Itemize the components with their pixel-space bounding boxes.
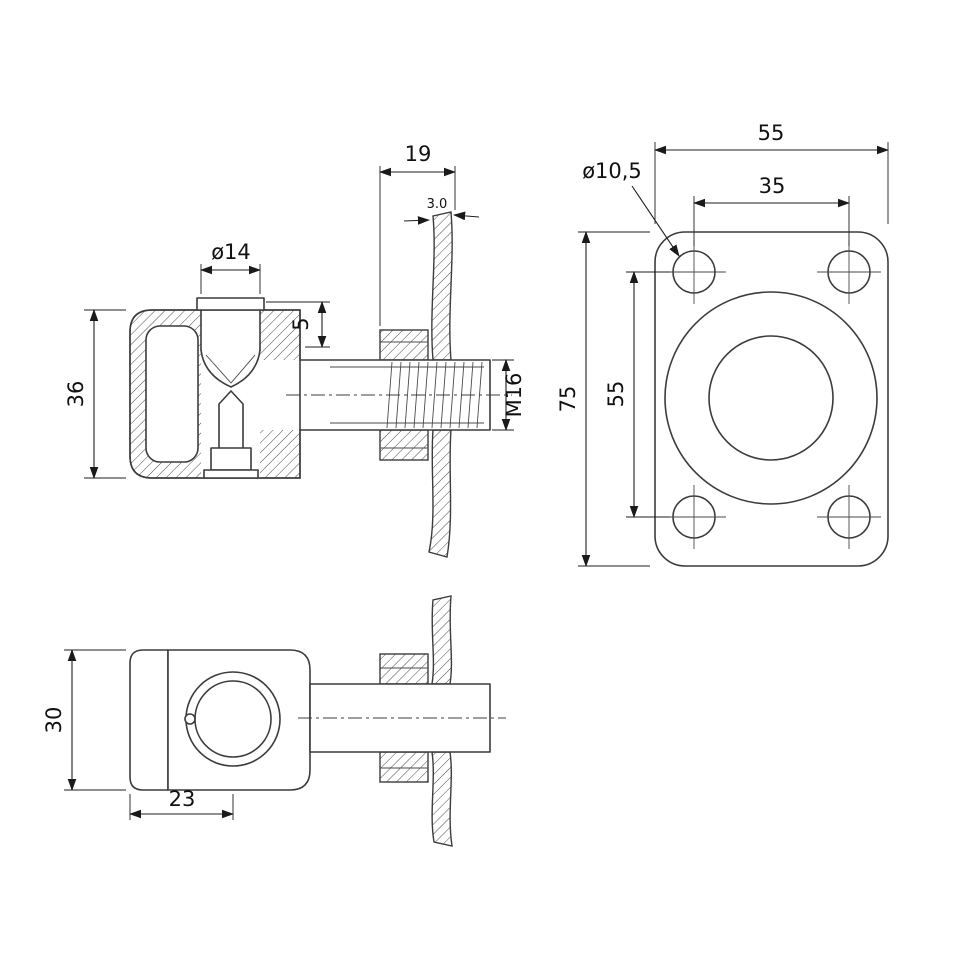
hole-crosshair — [662, 240, 726, 304]
dim-pin-diameter: ø14 — [211, 240, 251, 264]
pivot-ring-outer — [185, 671, 281, 767]
hole-crosshair — [662, 485, 726, 549]
weld-nut-bottom2 — [379, 751, 429, 783]
mounting-holes — [662, 240, 881, 549]
dim-hole-diameter: ø10,5 — [582, 159, 642, 183]
dim-clamp-height: 30 — [42, 707, 66, 734]
pin-cap — [196, 297, 265, 311]
weld-nut-top — [379, 329, 429, 361]
weld-plate-top-section — [431, 211, 453, 361]
front-view: 55 35 ø10,5 75 55 — [556, 121, 889, 567]
dim-cap-height: 5 — [289, 317, 313, 330]
dim-hole-pitch-h: 35 — [759, 174, 786, 198]
clamp-slot-outline — [145, 325, 199, 463]
dim-body-height: 36 — [64, 381, 88, 408]
leader-line — [631, 185, 680, 257]
clamp-pin — [184, 713, 196, 725]
dim-plate-width: 55 — [758, 121, 785, 145]
top-view: 30 23 — [42, 595, 506, 847]
clamp-jaw — [129, 649, 169, 791]
adjuster-bolt — [218, 390, 244, 449]
side-view: 19 3.0 ø14 5 36 M16 — [64, 142, 526, 558]
hinge-boss-bore — [708, 335, 834, 461]
hole-crosshair — [817, 485, 881, 549]
weld-nut-bottom — [379, 429, 429, 461]
pin-seat — [205, 354, 256, 384]
dim-thread: M16 — [502, 373, 526, 418]
weld-nut-top2 — [379, 653, 429, 685]
clamp-slot-fill — [146, 326, 198, 462]
dim-hole-pitch-v: 55 — [604, 381, 628, 408]
dim-line — [403, 216, 430, 225]
dim-plate-height: 75 — [556, 386, 580, 413]
pin-body — [200, 309, 261, 351]
dim-pivot-offset: 23 — [169, 787, 196, 811]
hinge-housing-outline — [129, 309, 301, 479]
weld-plate-bottom-section — [428, 429, 452, 558]
hinge-boss-outer — [664, 291, 878, 505]
hole-crosshair — [817, 240, 881, 304]
dim-plate-thickness: 3.0 — [427, 197, 448, 212]
adjuster-bolt-head — [210, 447, 252, 471]
pin-dome — [200, 349, 261, 388]
weld-plate-top-section2 — [431, 595, 453, 685]
dim-flange-offset: 19 — [405, 142, 432, 166]
dim-line — [453, 211, 480, 221]
adjuster-washer — [203, 469, 259, 479]
weld-plate-bottom-section2 — [431, 751, 453, 847]
